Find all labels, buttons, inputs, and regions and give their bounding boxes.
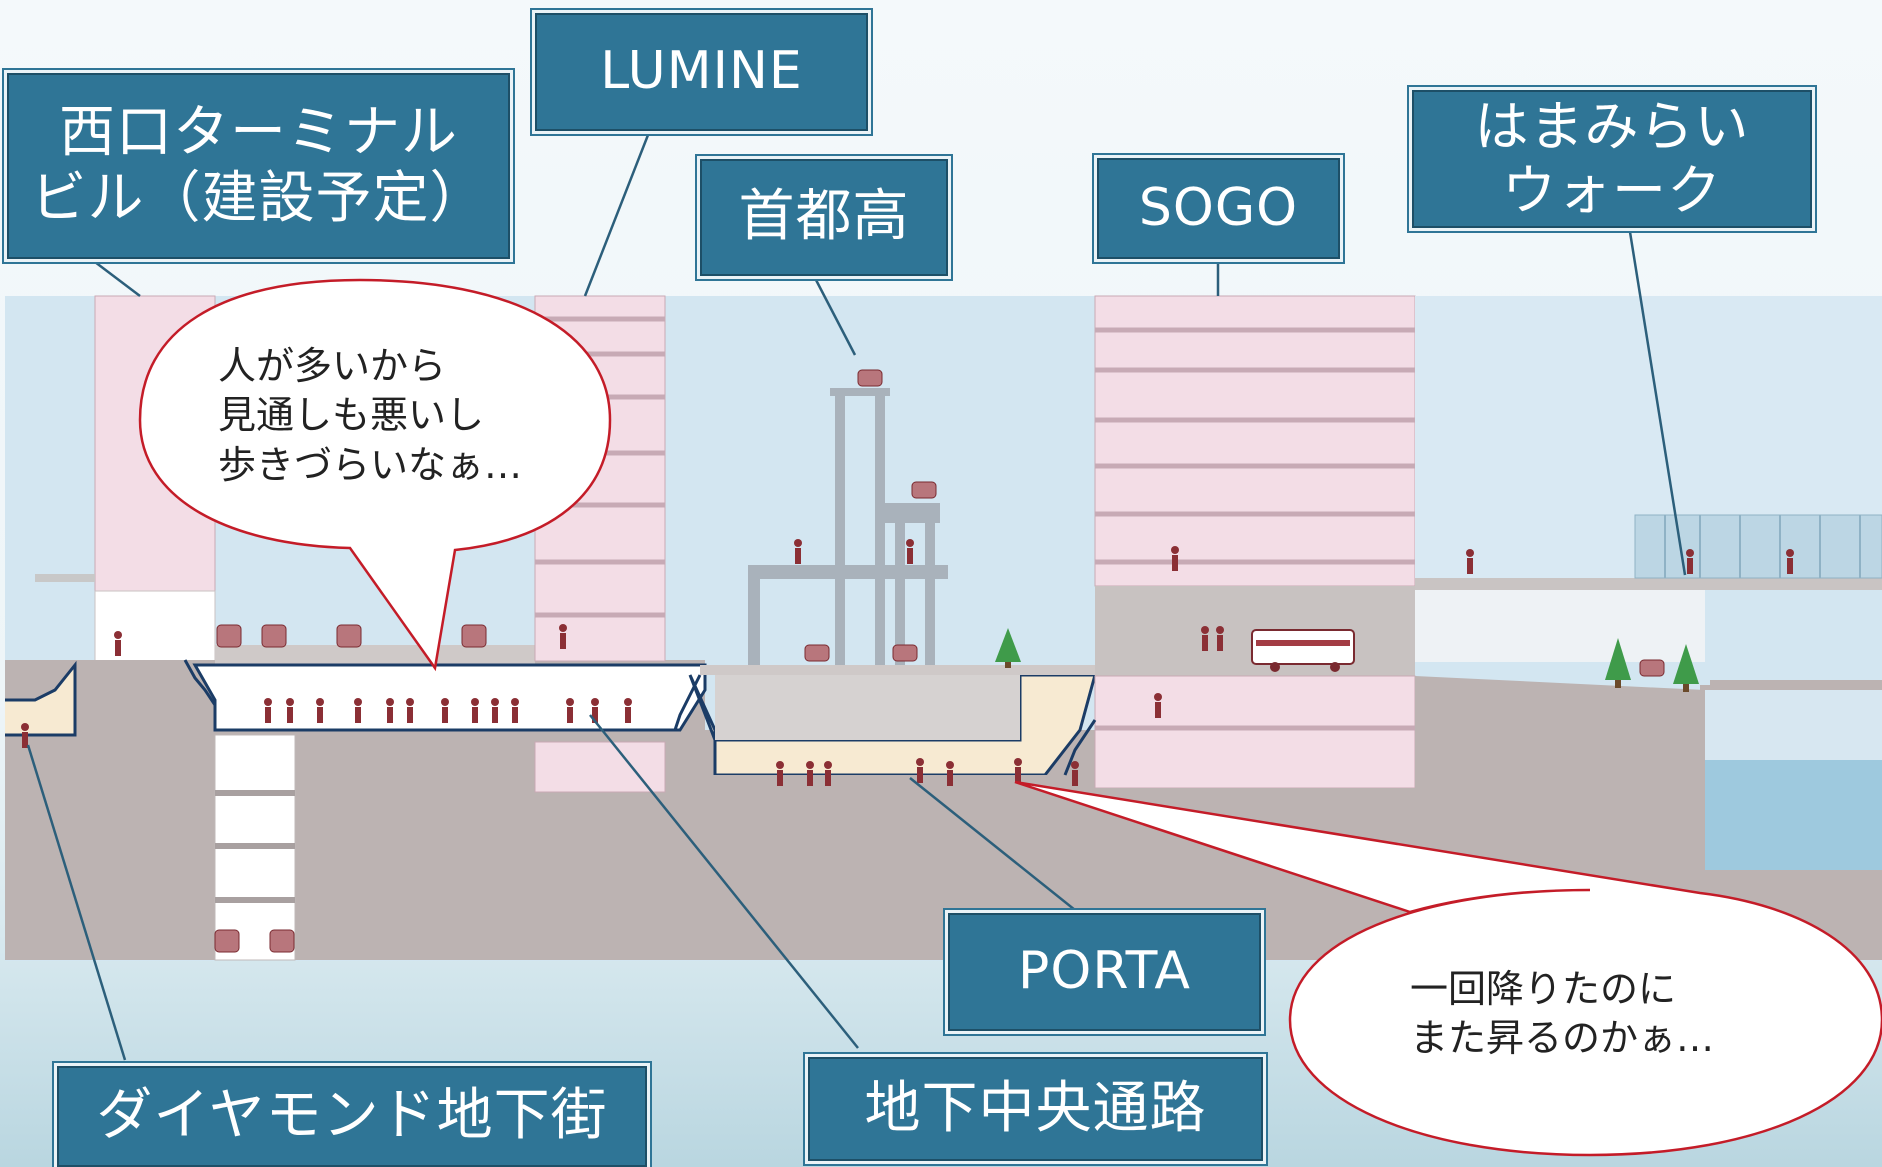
lumine-lower bbox=[534, 741, 666, 793]
west-terminal-lower bbox=[94, 590, 216, 662]
label-lumine: LUMINE bbox=[535, 13, 868, 131]
porta-upper-block bbox=[715, 675, 1020, 740]
connector-diamond bbox=[26, 744, 127, 1061]
diamond-passage bbox=[5, 660, 77, 737]
car-icon bbox=[214, 369, 1665, 953]
hamamirai-canopy bbox=[1634, 514, 1882, 579]
hamamirai-bridge-base bbox=[1415, 590, 1705, 662]
connector-lumine bbox=[583, 134, 650, 297]
connector-chika bbox=[589, 714, 859, 1049]
bridge-deck bbox=[748, 565, 948, 579]
tree-icon bbox=[995, 628, 1699, 692]
label-shutoko: 首都高 bbox=[700, 159, 948, 276]
bridge-support bbox=[748, 579, 760, 665]
highway-top-deck bbox=[830, 388, 890, 396]
speech-bubble-climb bbox=[1014, 780, 1882, 1157]
highway-mid-col bbox=[895, 523, 905, 665]
connector-hamamirai bbox=[1628, 231, 1687, 576]
bus-icon bbox=[1251, 629, 1355, 672]
speech-crowded-text: 人が多いから 見通しも悪いし 歩きづらいなぁ… bbox=[218, 344, 523, 487]
pedestrian-icon bbox=[21, 539, 1794, 786]
highway-column-right bbox=[875, 393, 885, 665]
connector-shutoko bbox=[813, 277, 857, 356]
speech-climb-text: 一回降りたのに また昇るのかぁ… bbox=[1410, 967, 1715, 1061]
label-sogo: SOGO bbox=[1097, 158, 1340, 259]
pier bbox=[1705, 690, 1882, 760]
track-level bbox=[215, 645, 535, 665]
canopy-left bbox=[35, 574, 95, 582]
label-diamond-chikagai: ダイヤモンド地下街 bbox=[57, 1066, 647, 1167]
speech-bubble-crowded bbox=[138, 278, 612, 672]
sogo-building bbox=[1094, 295, 1416, 587]
hamamirai-deck bbox=[1415, 578, 1882, 590]
connector-porta bbox=[909, 777, 1101, 931]
label-hamamirai: はまみらい ウォーク bbox=[1412, 90, 1812, 228]
highway-column-left bbox=[835, 393, 845, 665]
label-chika-chuo-tsuro: 地下中央通路 bbox=[808, 1057, 1263, 1161]
label-west-terminal: 西口ターミナル ビル（建設予定） bbox=[7, 73, 510, 259]
street-level-mid bbox=[700, 665, 1100, 675]
sogo-lower bbox=[1094, 675, 1416, 789]
highway-mid-deck bbox=[880, 503, 940, 523]
label-porta: PORTA bbox=[948, 913, 1261, 1031]
connector-nishi bbox=[94, 261, 141, 297]
highway-mid-col2 bbox=[925, 523, 935, 665]
water bbox=[1705, 760, 1882, 870]
